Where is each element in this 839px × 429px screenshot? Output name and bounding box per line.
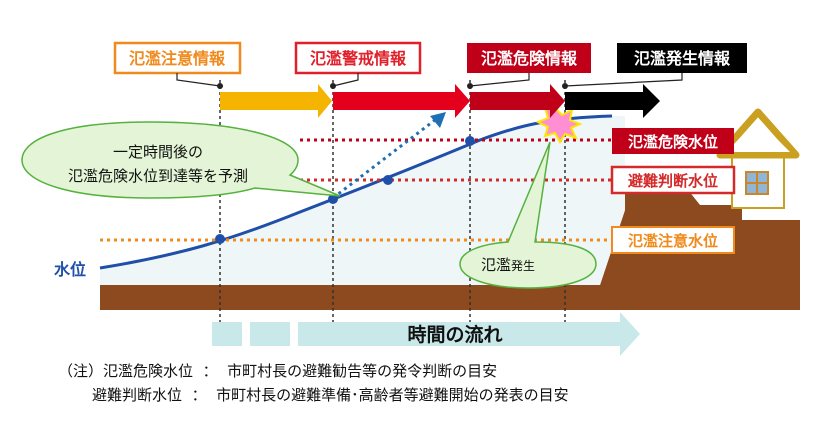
prediction-arrow (332, 112, 446, 200)
note-term-2: 避難判断水位 (92, 386, 183, 404)
ground-shape (100, 180, 800, 310)
stage-caution-label: 氾濫注意情報 (129, 49, 226, 68)
water-level-label: 水位 (54, 260, 86, 279)
water-body (100, 116, 625, 285)
note-sep-2: ： (191, 386, 207, 404)
level-points (215, 136, 475, 244)
danger-level-label: 氾濫危険水位 (628, 133, 718, 151)
note-desc-1: 市町村長の避難勧告等の発令判断の目安 (227, 362, 498, 380)
prediction-callout: 一定時間後の 氾濫危険水位到達等を予測 (21, 121, 341, 199)
flood-burst-icon (535, 107, 583, 144)
danger-level-box (612, 128, 734, 154)
water-level-line (99, 114, 613, 270)
caution-level-label: 氾濫注意水位 (628, 232, 718, 250)
stage-headers: 氾濫注意情報 氾濫警戒情報 氾濫危険情報 氾濫発生情報 (113, 41, 747, 89)
threshold-labels: 氾濫危険水位 避難判断水位 氾濫注意水位 (610, 128, 736, 254)
stage-occurrence-label: 氾濫発生情報 (634, 49, 731, 68)
stage-warning: 氾濫警戒情報 (294, 41, 422, 75)
stage-caution: 氾濫注意情報 (113, 41, 242, 75)
evacuation-level-box (610, 165, 736, 195)
prediction-line-1: 一定時間後の (113, 143, 203, 161)
arrow-occurrence (565, 84, 660, 118)
arrow-caution (220, 84, 332, 118)
time-flow-label: 時間の流れ (407, 323, 502, 346)
note-line-1: （注）氾濫危険水位 ： 市町村長の避難勧告等の発令判断の目安 (58, 360, 497, 381)
level-point-danger (465, 136, 475, 146)
level-point-warning (328, 194, 338, 204)
flood-callout-text: 氾濫発生 (481, 256, 535, 274)
level-point-evacuation (383, 175, 393, 185)
note-sep-1: ： (202, 362, 218, 380)
prediction-line-2: 氾濫危険水位到達等を予測 (68, 167, 248, 185)
stage-danger-label: 氾濫危険情報 (481, 49, 578, 68)
stage-occurrence: 氾濫発生情報 (617, 43, 747, 73)
arrow-warning (333, 84, 470, 118)
flood-callout-main: 氾濫 (481, 256, 511, 274)
time-flow-arrow: 時間の流れ (212, 312, 640, 356)
stage-arrows (220, 84, 660, 118)
flood-callout-small: 発生 (511, 259, 535, 273)
note-prefix: （注） (58, 362, 104, 380)
caution-level-box (611, 226, 735, 254)
note-desc-2: 市町村長の避難準備･高齢者等避難開始の発表の目安 (216, 386, 569, 404)
stage-warning-label: 氾濫警戒情報 (310, 49, 407, 68)
level-point-caution (215, 234, 225, 244)
note-line-2: 避難判断水位 ： 市町村長の避難準備･高齢者等避難開始の発表の目安 (92, 384, 569, 405)
note-term-1: 氾濫危険水位 (103, 362, 194, 380)
evacuation-level-label: 避難判断水位 (628, 172, 718, 190)
house-icon (716, 108, 800, 209)
flood-callout: 氾濫発生 (459, 141, 597, 289)
stage-danger: 氾濫危険情報 (467, 43, 591, 73)
ground (99, 114, 800, 310)
arrow-danger (470, 84, 565, 118)
